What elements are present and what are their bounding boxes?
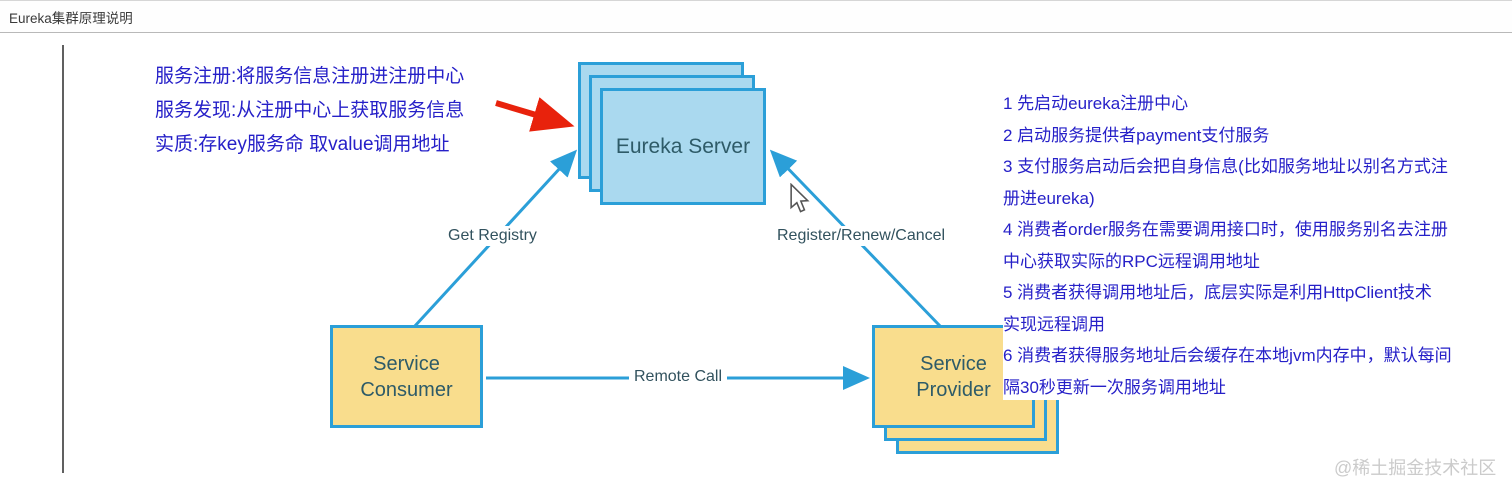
left-vertical-rule <box>62 45 64 473</box>
right-note-line: 册进eureka) <box>1003 188 1095 208</box>
page-title: Eureka集群原理说明 <box>9 10 133 26</box>
left-annotation-line: 服务注册:将服务信息注册进注册中心 <box>155 66 465 87</box>
remote-call-label: Remote Call <box>629 367 728 387</box>
left-annotation: 服务注册:将服务信息注册进注册中心 服务发现:从注册中心上获取服务信息 实质:存… <box>155 60 464 162</box>
right-note-line: 实现远程调用 <box>1003 314 1105 334</box>
right-note-line: 2 启动服务提供者payment支付服务 <box>1003 125 1270 145</box>
left-annotation-line: 服务发现:从注册中心上获取服务信息 <box>155 100 465 121</box>
right-note-line: 4 消费者order服务在需要调用接口时，使用服务别名去注册 <box>1003 220 1448 239</box>
right-notes-panel: 1 先启动eureka注册中心 2 启动服务提供者payment支付服务 3 支… <box>1003 88 1481 400</box>
mouse-cursor-icon <box>788 182 810 218</box>
register-renew-cancel-label: Register/Renew/Cancel <box>772 226 951 246</box>
get-registry-label: Get Registry <box>443 226 542 246</box>
right-note-line: 5 消费者获得调用地址后，底层实际是利用HttpClient技术 <box>1003 283 1432 302</box>
right-note-line: 6 消费者获得服务地址后会缓存在本地jvm内存中，默认每间 <box>1003 346 1452 365</box>
right-note-line: 3 支付服务启动后会把自身信息(比如服务地址以别名方式注 <box>1003 157 1448 176</box>
left-annotation-line: 实质:存key服务命 取value调用地址 <box>155 134 450 155</box>
service-consumer-node[interactable]: Service Consumer <box>330 325 483 428</box>
eureka-server-node[interactable]: Eureka Server <box>600 88 766 205</box>
right-note-line: 中心获取实际的RPC远程调用地址 <box>1003 251 1260 271</box>
right-note-line: 1 先启动eureka注册中心 <box>1003 94 1189 113</box>
service-consumer-label: Service Consumer <box>360 352 453 401</box>
title-bar: Eureka集群原理说明 <box>0 0 1512 33</box>
service-provider-label: Service Provider <box>916 352 991 401</box>
watermark: @稀土掘金技术社区 <box>1334 458 1497 478</box>
eureka-server-label: Eureka Server <box>615 134 751 158</box>
red-pointer-arrow <box>495 97 575 132</box>
right-note-line: 隔30秒更新一次服务调用地址 <box>1003 377 1226 397</box>
